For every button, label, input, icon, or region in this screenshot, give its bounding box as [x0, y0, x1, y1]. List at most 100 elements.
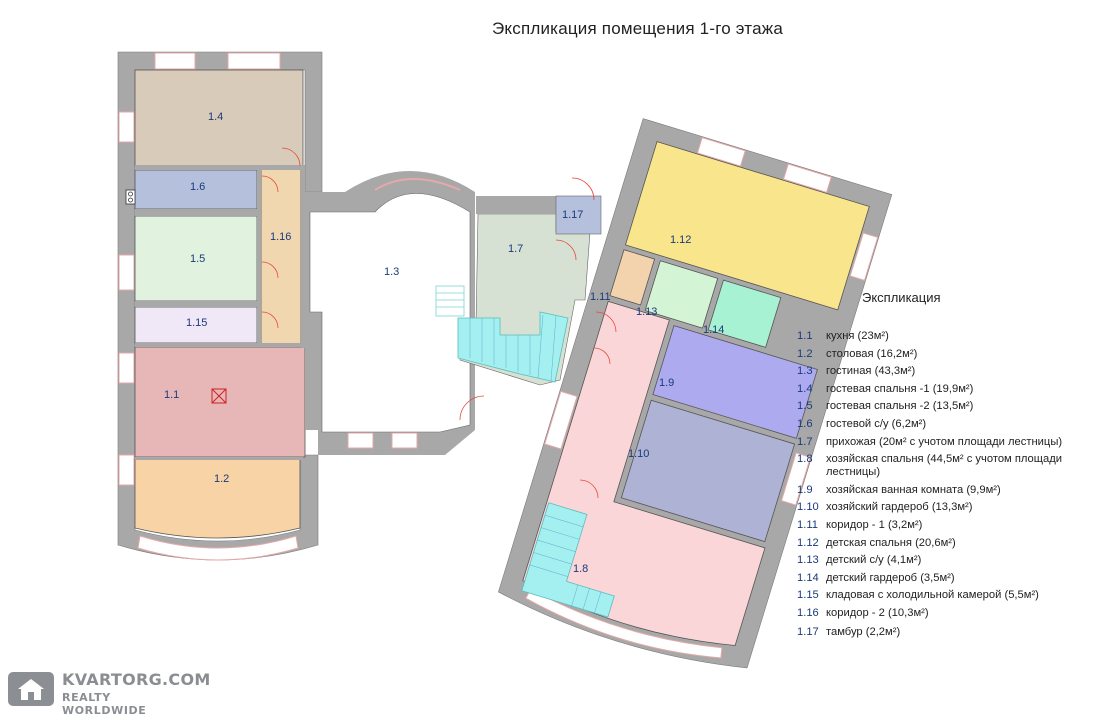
legend-number: 1.13 [797, 554, 819, 567]
room-labels: 1.4 1.6 1.16 1.5 1.15 1.1 1.2 1.3 1.7 1.… [164, 111, 724, 575]
legend-row: 1.11 коридор - 1 (3,2м²) [797, 519, 1097, 532]
legend-title: Экспликация [862, 290, 941, 305]
legend-text: коридор - 1 (3,2м²) [826, 518, 923, 531]
legend-text: кухня (23м²) [826, 330, 889, 342]
label-1-17: 1.17 [562, 209, 583, 221]
legend-text: хозяйская ванная комната (9,9м²) [826, 483, 1001, 496]
legend-row: 1.2 столовая (16,2м²) [797, 348, 1097, 361]
legend-row: 1.15 кладовая с холодильной камерой (5,5м… [797, 589, 1097, 602]
legend-row: 1.12 детская спальня (20,6м²) [797, 537, 1097, 550]
right-wing-windows [525, 137, 879, 659]
legend-number: 1.8 [797, 453, 813, 466]
right-wing [498, 118, 893, 669]
room-1-16 [260, 167, 302, 366]
legend-row: 1.4 гостевая спальня -1 (19,9м²) [797, 383, 1097, 396]
legend-number: 1.16 [797, 606, 819, 619]
legend-number: 1.4 [797, 382, 813, 395]
legend-number: 1.2 [797, 347, 813, 360]
room-1-15 [134, 306, 258, 344]
left-wing-windows [118, 52, 299, 561]
legend-text: гостевой с/у (6,2м²) [826, 417, 927, 430]
legend-row: 1.13 детский с/у (4,1м²) [797, 554, 1097, 567]
room-1-2 [134, 458, 301, 539]
stair-steps-hall [469, 314, 557, 382]
legend-text: тамбур (2,2м²) [826, 625, 901, 638]
legend-row: 1.7 прихожая (20м² с учотом площади лестн… [797, 436, 1097, 449]
room-1-10 [620, 399, 796, 543]
label-1-11: 1.11 [590, 291, 611, 303]
legend-row: 1.14 детский гардероб (3,5м²) [797, 572, 1097, 585]
label-1-2: 1.2 [214, 473, 229, 485]
left-wing-rooms [134, 69, 306, 539]
legend-number: 1.6 [797, 417, 813, 430]
house-logo-icon [8, 672, 54, 706]
legend-row: 1.8 хозяйская спальня (44,5м² с учотом пл… [797, 453, 1097, 479]
plan-title: Экспликация помещения 1-го этажа [492, 19, 783, 38]
legend-text: детский гардероб (3,5м²) [826, 571, 955, 584]
staircase-hall [457, 311, 569, 383]
label-1-16: 1.16 [270, 231, 291, 243]
legend-text: хозяйская спальня (44,5м² с учотом площа… [826, 453, 1062, 479]
legend-text: гостевая спальня -2 (13,5м²) [826, 400, 974, 413]
label-1-14: 1.14 [703, 324, 724, 336]
legend-row: 1.9 хозяйская ванная комната (9,9м²) [797, 484, 1097, 497]
legend-number: 1.12 [797, 536, 819, 549]
watermark: KVARTORG.COM REALTY WORLDWIDE [8, 668, 210, 717]
legend-number: 1.17 [797, 625, 819, 638]
room-1-4 [134, 69, 304, 167]
legend-number: 1.11 [797, 518, 818, 531]
legend-text: кладовая с холодильной камерой (5,5м²) [826, 589, 1039, 602]
left-wing-partitions [135, 165, 305, 460]
room-1-3 [305, 171, 475, 455]
legend-number: 1.7 [797, 435, 813, 448]
room-1-11 [609, 249, 656, 306]
label-1-1: 1.1 [164, 389, 179, 401]
room-1-12 [624, 141, 870, 311]
door-swings [261, 147, 617, 499]
room-1-13 [644, 260, 719, 329]
label-1-10: 1.10 [628, 448, 649, 460]
legend-text: детский с/у (4,1м²) [826, 554, 922, 567]
label-1-15: 1.15 [186, 317, 207, 329]
label-1-13: 1.13 [636, 306, 657, 318]
stair-steps-bedroom [529, 514, 602, 614]
label-1-12: 1.12 [670, 234, 691, 246]
label-1-7: 1.7 [508, 243, 523, 255]
entry-steps [435, 285, 465, 317]
legend-row: 1.17 тамбур (2,2м²) [797, 626, 1097, 639]
staircase-bedroom [521, 502, 615, 618]
legend-number: 1.15 [797, 589, 819, 602]
room-1-9 [652, 325, 818, 439]
room-1-5 [134, 215, 258, 302]
label-1-3: 1.3 [384, 266, 399, 278]
legend-number: 1.14 [797, 571, 819, 584]
legend-row: 1.5 гостевая спальня -2 (13,5м²) [797, 400, 1097, 413]
vent-symbol [125, 189, 136, 205]
cooktop-symbol [211, 388, 227, 404]
legend-text: прихожая (20м² с учотом площади лестницы… [826, 435, 1063, 448]
legend-row: 1.6 гостевой с/у (6,2м²) [797, 418, 1097, 431]
legend-text: гостиная (43,3м²) [826, 365, 916, 378]
legend-number: 1.10 [797, 501, 819, 514]
legend-row: 1.16 коридор - 2 (10,3м²) [797, 607, 1097, 620]
legend-number: 1.9 [797, 483, 813, 496]
room-1-17 [555, 195, 602, 235]
watermark-site: KVARTORG.COM [62, 670, 211, 689]
label-1-9: 1.9 [659, 377, 674, 389]
legend-number: 1.3 [797, 365, 813, 378]
label-1-8: 1.8 [573, 563, 588, 575]
legend-number: 1.5 [797, 400, 813, 413]
label-1-5: 1.5 [190, 253, 205, 265]
label-1-6: 1.6 [190, 181, 205, 193]
label-1-4: 1.4 [208, 111, 223, 123]
legend-row: 1.10 хозяйский гардероб (13,3м²) [797, 501, 1097, 514]
room-1-14 [707, 279, 782, 348]
legend-text: гостевая спальня -1 (19,9м²) [826, 382, 974, 395]
legend-text: столовая (16,2м²) [826, 347, 918, 360]
legend-text: детская спальня (20,6м²) [826, 536, 956, 549]
legend-text: коридор - 2 (10,3м²) [826, 606, 929, 619]
legend-text: хозяйский гардероб (13,3м²) [826, 501, 973, 514]
